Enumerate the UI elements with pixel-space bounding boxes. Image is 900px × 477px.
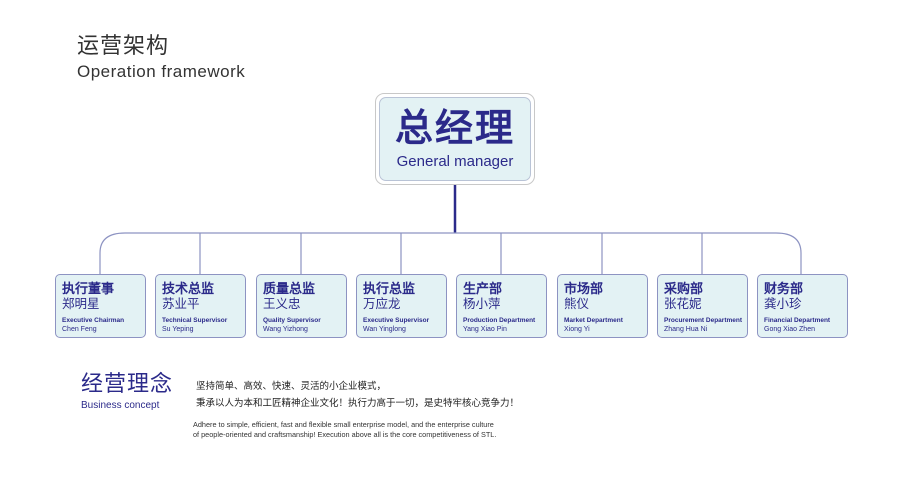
dept-head-name: 张花妮 — [664, 297, 702, 311]
concept-line-2-cn: 秉承以人为本和工匠精神企业文化！执行力高于一切，是史特牢核心竞争力！ — [196, 398, 520, 409]
dept-title: 质量总监 — [263, 281, 316, 296]
dept-head-name-en: Xiong Yi — [564, 326, 590, 333]
department-node: 财务部 龚小珍 Financial Department Gong Xiao Z… — [757, 274, 848, 338]
dept-head-name: 郑明星 — [62, 297, 100, 311]
concept-subtitle: Business concept — [81, 400, 160, 411]
department-node: 技术总监 苏业平 Technical Supervisor Su Yeping — [155, 274, 246, 338]
dept-role-en: Production Department — [463, 317, 536, 324]
dept-title: 技术总监 — [162, 281, 215, 296]
dept-head-name-en: Zhang Hua Ni — [664, 326, 708, 333]
dept-head-name-en: Wan Yinglong — [363, 326, 406, 333]
dept-head-name-en: Yang Xiao Pin — [463, 326, 507, 333]
dept-head-name-en: Gong Xiao Zhen — [764, 326, 815, 333]
general-manager-node: 总经理 General manager — [375, 93, 535, 185]
page-subtitle: Operation framework — [77, 62, 246, 81]
department-node: 执行董事 郑明星 Executive Chairman Chen Feng — [55, 274, 146, 338]
dept-head-name: 王义忠 — [263, 297, 301, 311]
dept-head-name: 万应龙 — [363, 297, 401, 311]
department-node: 采购部 张花妮 Procurement Department Zhang Hua… — [657, 274, 748, 338]
dept-head-name: 熊仪 — [564, 297, 590, 311]
dept-head-name-en: Su Yeping — [162, 326, 194, 333]
dept-head-name-en: Chen Feng — [62, 326, 97, 333]
root-title-en: General manager — [396, 153, 514, 170]
dept-head-name: 苏业平 — [162, 297, 200, 311]
root-title-cn: 总经理 — [394, 108, 515, 150]
dept-head-name-en: Wang Yizhong — [263, 326, 308, 333]
dept-role-en: Quality Supervisor — [263, 317, 321, 324]
dept-head-name: 龚小珍 — [764, 297, 802, 311]
dept-role-en: Executive Chairman — [62, 317, 125, 324]
department-node: 生产部 杨小萍 Production Department Yang Xiao … — [456, 274, 547, 338]
dept-role-en: Technical Supervisor — [162, 317, 228, 324]
concept-line-1-cn: 坚持简单、高效、快速、灵活的小企业模式， — [196, 381, 387, 392]
dept-title: 生产部 — [463, 281, 503, 296]
dept-role-en: Financial Department — [764, 317, 831, 324]
branch-line — [99, 232, 802, 274]
dept-title: 执行董事 — [62, 281, 115, 296]
concept-line-2-en: of people-oriented and craftsmanship! Ex… — [193, 430, 497, 439]
dept-head-name: 杨小萍 — [463, 297, 501, 311]
page-title: 运营架构 — [77, 33, 170, 58]
dept-role-en: Procurement Department — [664, 317, 743, 324]
dept-title: 财务部 — [764, 281, 804, 296]
department-node: 市场部 熊仪 Market Department Xiong Yi — [557, 274, 648, 338]
concept-line-1-en: Adhere to simple, efficient, fast and fl… — [193, 420, 494, 429]
department-node: 质量总监 王义忠 Quality Supervisor Wang Yizhong — [256, 274, 347, 338]
department-node: 执行总监 万应龙 Executive Supervisor Wan Yinglo… — [356, 274, 447, 338]
dept-title: 执行总监 — [363, 281, 416, 296]
concept-title: 经营理念 — [81, 371, 174, 396]
dept-role-en: Executive Supervisor — [363, 317, 430, 324]
dept-title: 市场部 — [564, 281, 604, 296]
dept-role-en: Market Department — [564, 317, 623, 324]
dept-title: 采购部 — [664, 281, 704, 296]
